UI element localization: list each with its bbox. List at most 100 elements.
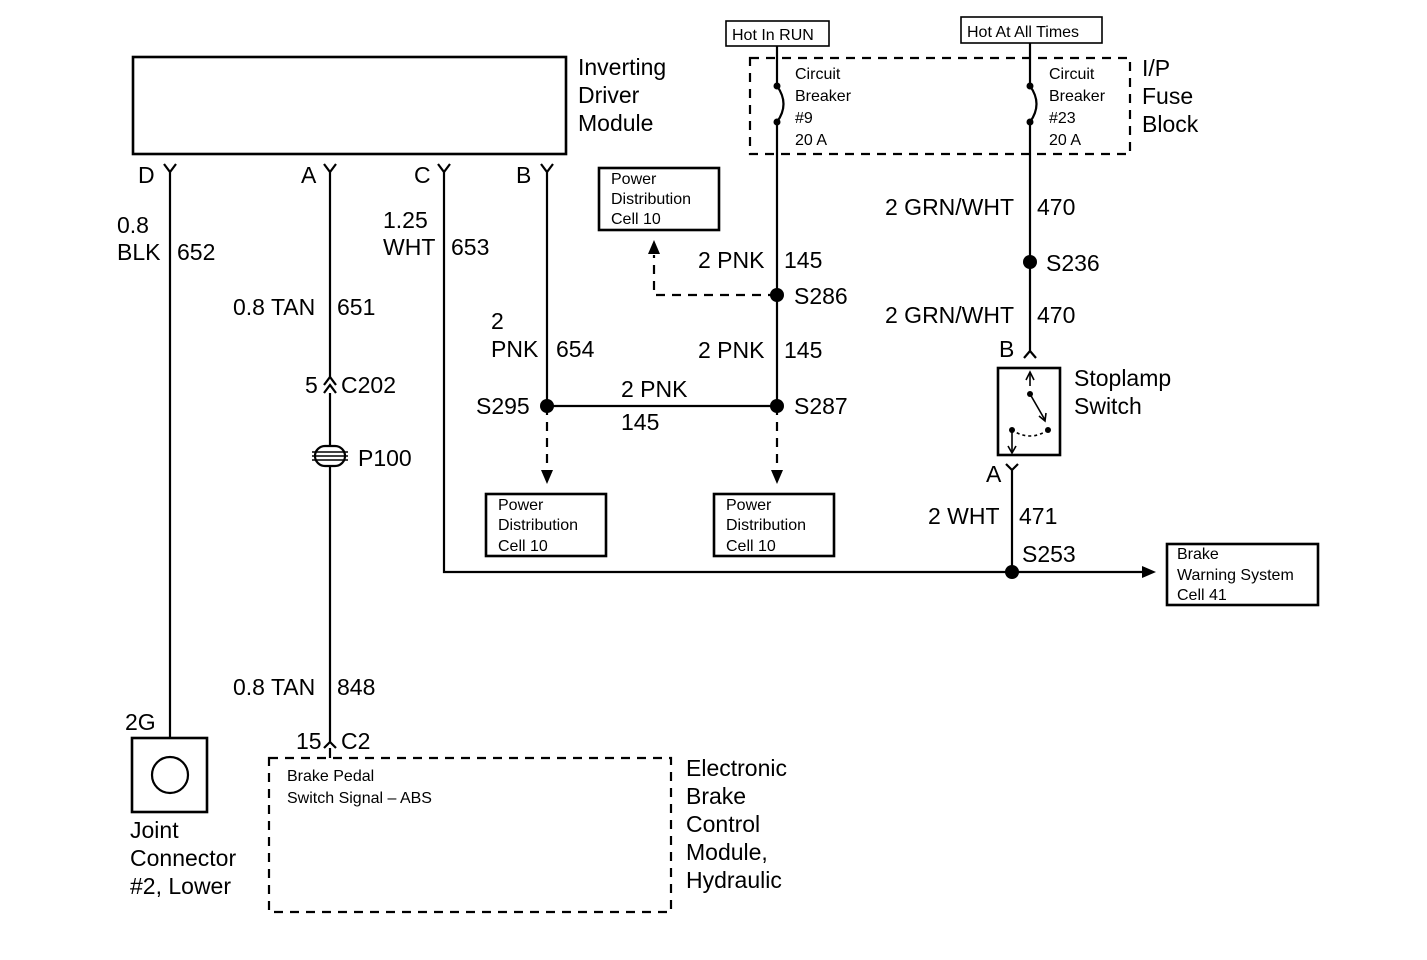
wire-145-top-label-1: 2 PNK	[698, 247, 765, 273]
wire-145-mid-label-1: 2 PNK	[698, 337, 765, 363]
brake-warning-label-2: Warning System	[1177, 567, 1294, 584]
wire-471-label-1: 2 WHT	[928, 503, 1000, 529]
ip-fuse-block-label-3: Block	[1142, 111, 1199, 137]
stoplamp-pin-a-label: A	[986, 461, 1002, 487]
joint-connector-box	[130, 736, 209, 814]
p100-label: P100	[358, 445, 412, 471]
ebcm-label-1: Electronic	[686, 755, 787, 781]
pin-a-terminal	[323, 163, 337, 178]
ebcm-label-2: Brake	[686, 783, 746, 809]
cb23-label-4: 20 A	[1049, 132, 1081, 149]
pdc-right-label-1: Power	[726, 497, 772, 514]
wire-651-label-2: 651	[337, 294, 375, 320]
wire-470-top-label-2: 470	[1037, 194, 1075, 220]
s295-arrow-icon	[541, 470, 553, 484]
wire-145-horiz-label-2: 145	[621, 409, 659, 435]
wire-652-label-2: BLK	[117, 239, 161, 265]
hot-in-run-label: Hot In RUN	[732, 27, 814, 44]
cb9-label-3: #9	[795, 110, 813, 127]
cb9-label-2: Breaker	[795, 88, 852, 105]
wire-651-label-1: 0.8 TAN	[233, 294, 315, 320]
ebcm-signal-1: Brake Pedal	[287, 768, 374, 785]
wire-470-bot-label-2: 470	[1037, 302, 1075, 328]
c2-label-2: C2	[341, 728, 370, 754]
pin-d-terminal	[163, 163, 177, 178]
wire-652-label-1: 0.8	[117, 212, 149, 238]
brake-warning-arrow-icon	[1142, 566, 1156, 578]
pdc-right-box	[712, 492, 836, 558]
cb9-label-1: Circuit	[795, 66, 841, 83]
pdc-top-label-2: Distribution	[611, 191, 691, 208]
stoplamp-switch-icon	[1007, 370, 1051, 455]
circuit-breaker-23-symbol	[1029, 85, 1038, 123]
pdc-left-box	[484, 492, 608, 558]
wire-654-label-3: 654	[556, 336, 595, 362]
pin-d-label: D	[138, 162, 155, 188]
ip-fuse-block-label-2: Fuse	[1142, 83, 1193, 109]
s236-label: S236	[1046, 250, 1100, 276]
pdc-left-label-2: Distribution	[498, 517, 578, 534]
wire-848-label-2: 848	[337, 674, 375, 700]
p100-pass-through-icon	[312, 444, 348, 468]
stoplamp-pin-b-terminal	[1023, 344, 1037, 359]
brake-warning-box	[1165, 542, 1320, 607]
ebcm-signal-2: Switch Signal – ABS	[287, 790, 432, 807]
ebcm-label-4: Module,	[686, 839, 768, 865]
joint-label-3: #2, Lower	[130, 873, 231, 899]
pin-c-terminal	[437, 163, 451, 178]
c2-terminal	[323, 740, 337, 758]
wire-470-bot-label-1: 2 GRN/WHT	[885, 302, 1014, 328]
inverting-driver-module-box	[131, 55, 568, 156]
c2-label-1: 15	[296, 728, 322, 754]
splice-s236	[1023, 255, 1037, 269]
ebcm-label-3: Control	[686, 811, 760, 837]
stoplamp-label-1: Stoplamp	[1074, 365, 1171, 391]
pdc-top-label-3: Cell 10	[611, 211, 661, 228]
hot-at-all-times-box	[960, 16, 1103, 44]
s286-arrow-icon	[648, 240, 660, 254]
s287-arrow-icon	[771, 470, 783, 484]
c202-label-1: 5	[305, 372, 318, 398]
brake-warning-label-3: Cell 41	[1177, 587, 1227, 604]
stoplamp-pin-b-label: B	[999, 336, 1014, 362]
circuit-breaker-9-symbol	[776, 85, 785, 123]
wire-653-label-3: 653	[451, 234, 489, 260]
cb23-label-3: #23	[1049, 110, 1076, 127]
s295-label: S295	[476, 393, 530, 419]
s287-label: S287	[794, 393, 848, 419]
ebcm-label-5: Hydraulic	[686, 867, 782, 893]
pdc-left-label-3: Cell 10	[498, 538, 548, 555]
cb23-label-1: Circuit	[1049, 66, 1095, 83]
idm-label-2: Driver	[578, 82, 640, 108]
pdc-right-label-2: Distribution	[726, 517, 806, 534]
pdc-left-label-1: Power	[498, 497, 544, 514]
cb9-label-4: 20 A	[795, 132, 827, 149]
ip-fuse-block-label-1: I/P	[1142, 55, 1170, 81]
wire-652-label-3: 652	[177, 239, 215, 265]
brake-warning-label-1: Brake	[1177, 546, 1219, 563]
joint-label-2: Connector	[130, 845, 236, 871]
s253-label: S253	[1022, 541, 1076, 567]
idm-label-3: Module	[578, 110, 653, 136]
hot-at-all-times-label: Hot At All Times	[967, 24, 1079, 41]
pdc-top-label-1: Power	[611, 171, 657, 188]
stoplamp-pin-a-terminal	[1005, 463, 1019, 478]
pdc-top-box	[597, 166, 721, 232]
c202-label-2: C202	[341, 372, 396, 398]
wire-653-label-1: 1.25	[383, 207, 428, 233]
pin-b-label: B	[516, 162, 531, 188]
joint-label-1: Joint	[130, 817, 179, 843]
wire-653-label-2: WHT	[383, 234, 435, 260]
wire-145-mid-label-2: 145	[784, 337, 822, 363]
pin-b-terminal	[540, 163, 554, 178]
stoplamp-switch-box	[996, 366, 1062, 457]
wire-145-top-label-2: 145	[784, 247, 822, 273]
joint-pin-label: 2G	[125, 709, 156, 735]
cb23-label-2: Breaker	[1049, 88, 1106, 105]
ip-fuse-block-outline	[748, 56, 1132, 156]
idm-label-1: Inverting	[578, 54, 666, 80]
wire-653	[442, 178, 1012, 574]
wire-654-label-2: PNK	[491, 336, 539, 362]
wire-470-top-label-1: 2 GRN/WHT	[885, 194, 1014, 220]
